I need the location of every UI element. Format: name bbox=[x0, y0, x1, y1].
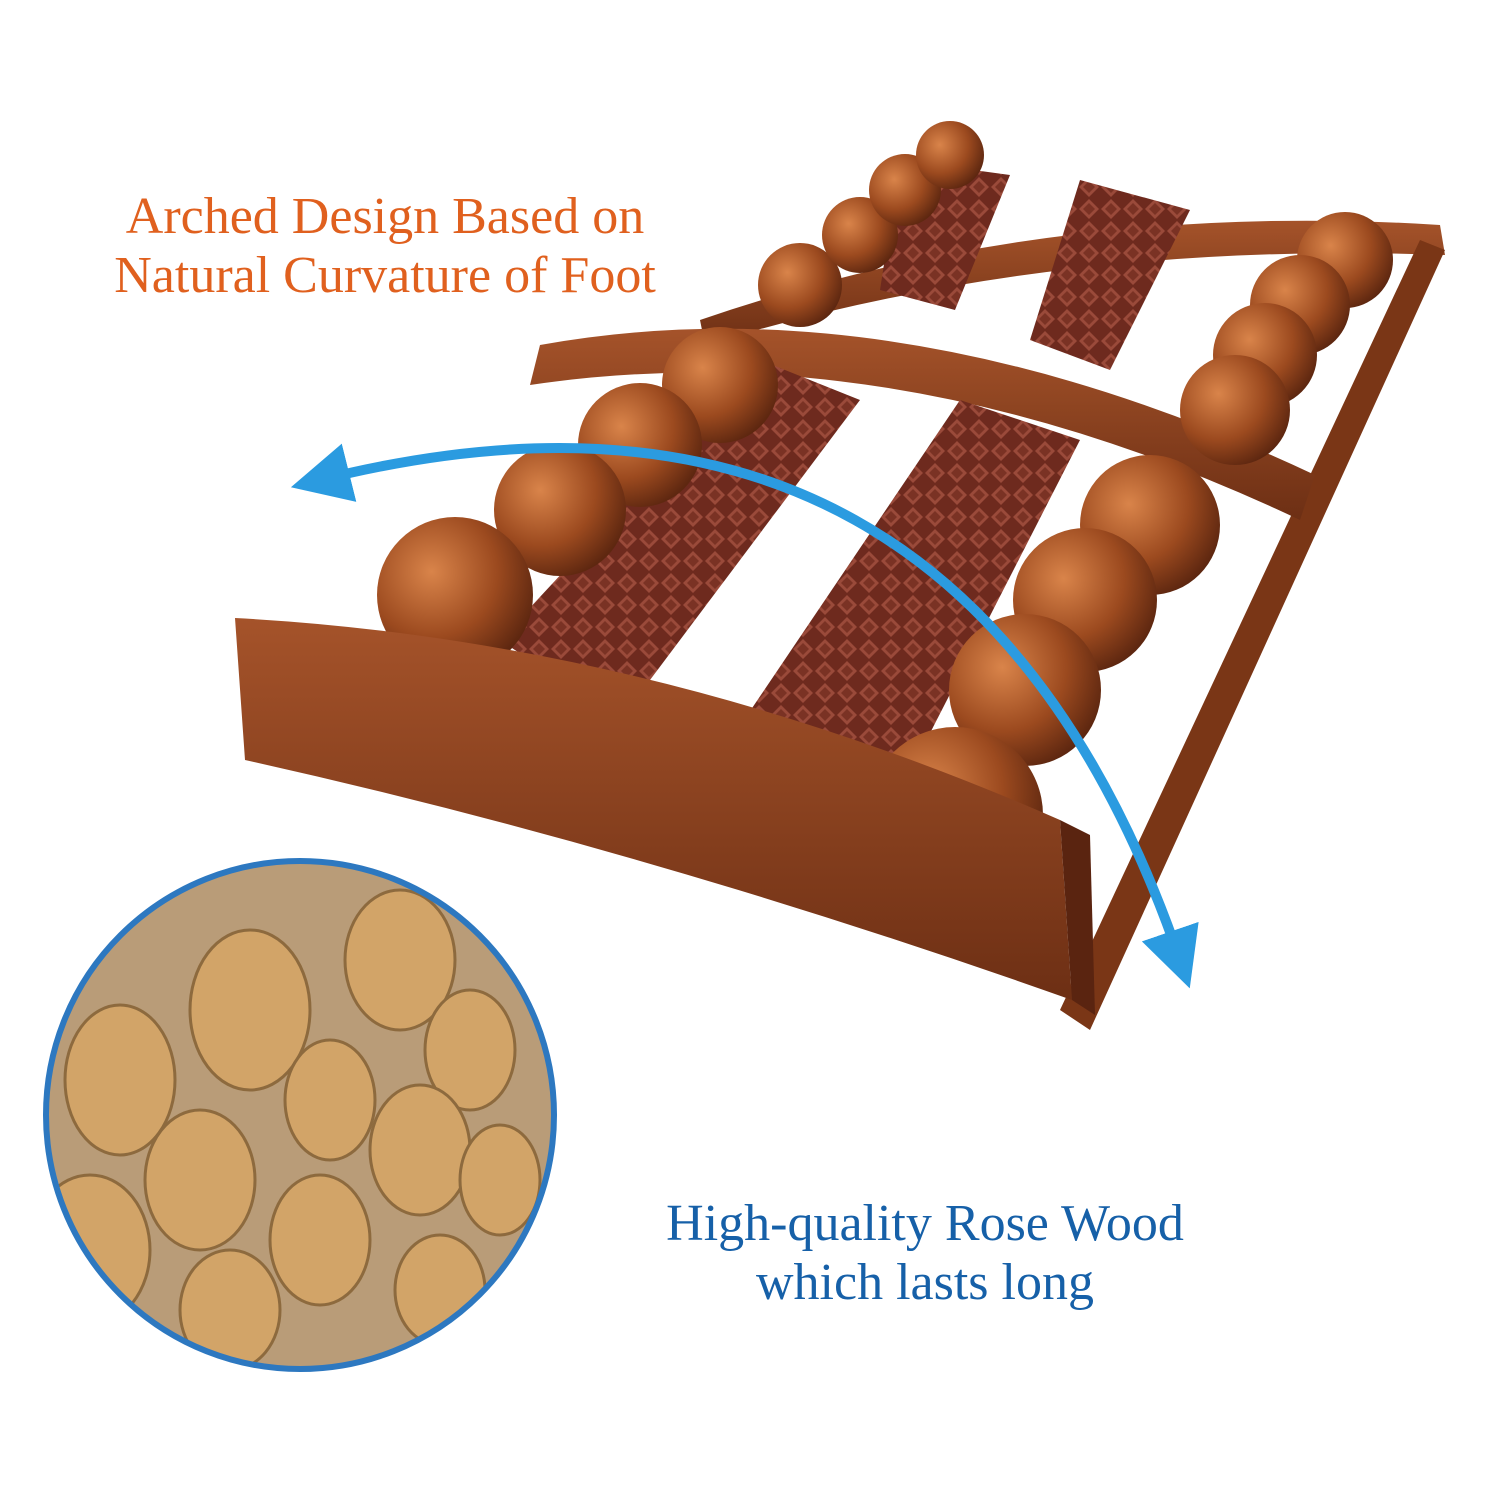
spike-roller bbox=[1030, 180, 1190, 370]
rosewood-caption: High-quality Rose Wood which lasts long bbox=[590, 1195, 1260, 1313]
arched-design-caption: Arched Design Based on Natural Curvature… bbox=[40, 188, 730, 306]
log-inset bbox=[43, 858, 557, 1372]
caption-line: which lasts long bbox=[756, 1253, 1094, 1311]
back-board bbox=[700, 220, 1445, 345]
caption-line: Arched Design Based on bbox=[125, 188, 645, 245]
caption-line: High-quality Rose Wood bbox=[666, 1195, 1184, 1252]
middle-divider bbox=[530, 328, 1315, 520]
rear-right-balls bbox=[1180, 212, 1393, 465]
caption-line: Natural Curvature of Foot bbox=[114, 246, 656, 304]
rear-left-balls bbox=[758, 121, 984, 327]
curvature-arrow bbox=[290, 443, 1199, 989]
